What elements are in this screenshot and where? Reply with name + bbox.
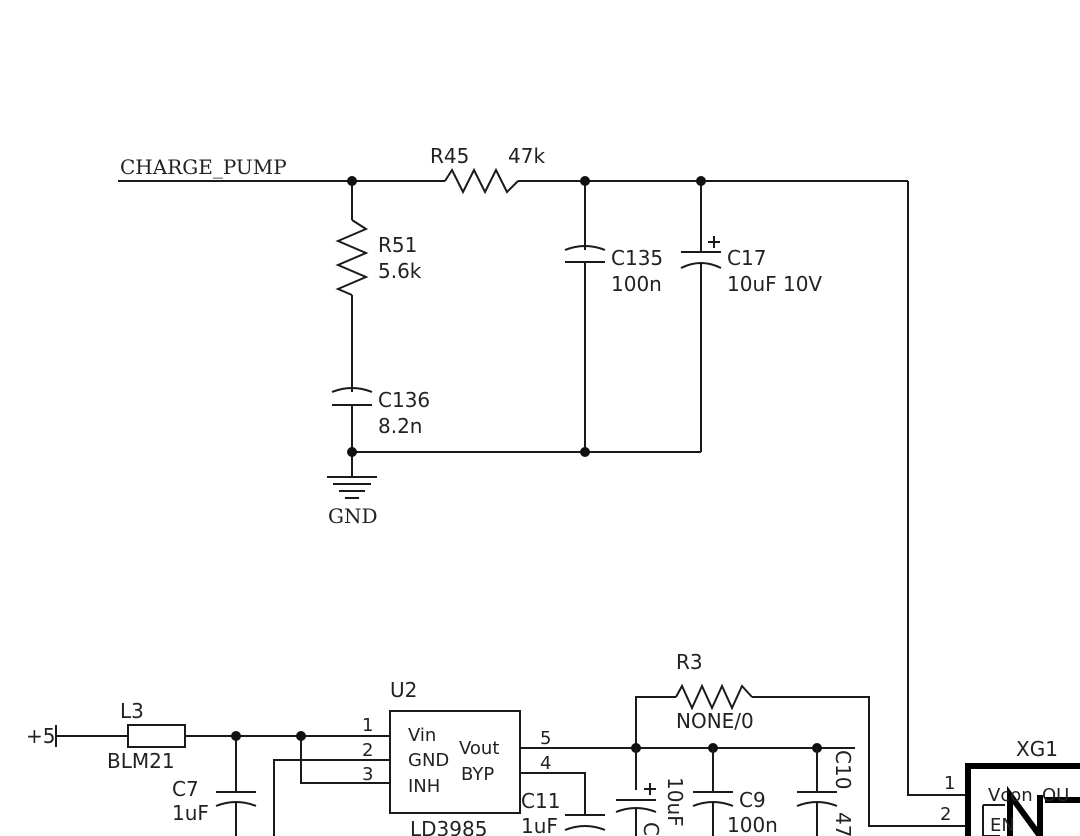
r3-ref: R3 bbox=[676, 650, 703, 674]
c17-ref: C17 bbox=[727, 246, 766, 270]
c9-ref: C9 bbox=[739, 788, 766, 812]
capacitor-c136: C136 8.2n bbox=[331, 387, 430, 452]
r51-ref: R51 bbox=[378, 233, 417, 257]
c10-ref: C10 bbox=[831, 750, 855, 789]
c10-value: 47 bbox=[831, 812, 855, 836]
capacitor-c10: C10 47 bbox=[796, 748, 855, 836]
c-partial-ref: C bbox=[639, 822, 663, 836]
c135-value: 100n bbox=[611, 272, 662, 296]
capacitor-c17: C17 10uF 10V bbox=[680, 181, 822, 452]
plus5-net: +5 bbox=[26, 724, 128, 748]
xg1-pin-number-2: 2 bbox=[940, 804, 951, 825]
u2-pin-number-2: 2 bbox=[362, 740, 373, 761]
byp-wire bbox=[520, 772, 586, 815]
u2-pin-vout: Vout bbox=[459, 738, 499, 759]
xg1-ref: XG1 bbox=[1016, 737, 1058, 761]
connector-xg1: XG1 1 2 Vcon EN OU bbox=[940, 737, 1080, 836]
resistor-r51 bbox=[335, 219, 369, 296]
plus5-label: +5 bbox=[26, 724, 55, 748]
c-partial-value: 10uF bbox=[663, 777, 687, 827]
u2-pin-number-4: 4 bbox=[540, 753, 551, 774]
vcon-wire bbox=[907, 181, 968, 796]
resistor-r3: R3 NONE/0 bbox=[635, 650, 968, 827]
u2-gnd-wire bbox=[273, 759, 390, 836]
xg1-pin-out-partial: OU bbox=[1042, 785, 1069, 806]
u2-pin-number-1: 1 bbox=[362, 715, 373, 736]
c7-value: 1uF bbox=[172, 801, 209, 825]
u2-pin-inh: INH bbox=[408, 776, 440, 797]
inductor-l3: L3 BLM21 bbox=[107, 699, 390, 773]
c17-value: 10uF 10V bbox=[727, 272, 822, 296]
u2-pin-gnd: GND bbox=[408, 750, 449, 771]
r51-value: 5.6k bbox=[378, 259, 422, 283]
l3-value: BLM21 bbox=[107, 749, 175, 773]
regulator-u2: U2 LD3985 Vin GND INH Vout BYP 1 2 3 5 4 bbox=[362, 678, 551, 836]
l3-ref: L3 bbox=[120, 699, 144, 723]
c11-ref: C11 bbox=[521, 789, 560, 813]
capacitor-c135: C135 100n bbox=[564, 181, 663, 452]
xg1-pin-vcon: Vcon bbox=[988, 785, 1033, 806]
u2-pin-vin: Vin bbox=[408, 725, 436, 746]
resistor-r45: R45 47k bbox=[430, 144, 908, 195]
u2-pin-number-5: 5 bbox=[540, 728, 551, 749]
c135-ref: C135 bbox=[611, 246, 663, 270]
c7-ref: C7 bbox=[172, 777, 199, 801]
c136-ref: C136 bbox=[378, 388, 430, 412]
gnd-symbol: GND bbox=[327, 452, 378, 528]
u2-part: LD3985 bbox=[410, 817, 487, 836]
xg1-pin-number-1: 1 bbox=[944, 773, 955, 794]
u2-pin-byp: BYP bbox=[461, 764, 494, 785]
c11-value: 1uF bbox=[521, 814, 558, 836]
c9-value: 100n bbox=[727, 813, 778, 836]
r51-c136-branch: R51 5.6k C136 8.2n GND bbox=[327, 181, 430, 528]
r3-value: NONE/0 bbox=[676, 709, 754, 733]
charge-pump-label: CHARGE_PUMP bbox=[120, 155, 287, 179]
r45-ref: R45 bbox=[430, 144, 469, 168]
capacitor-c9: C9 100n bbox=[692, 748, 778, 836]
capacitor-partial: 10uF C bbox=[615, 748, 687, 836]
u2-ref: U2 bbox=[390, 678, 417, 702]
capacitor-c7: C7 1uF bbox=[172, 736, 257, 836]
charge-pump-net: CHARGE_PUMP bbox=[118, 155, 445, 182]
xg1-pin-en: EN bbox=[990, 815, 1015, 836]
c136-value: 8.2n bbox=[378, 414, 422, 438]
gnd-label: GND bbox=[328, 504, 378, 528]
capacitor-c11: C11 1uF bbox=[521, 789, 606, 836]
u2-pin-number-3: 3 bbox=[362, 764, 373, 785]
r45-value: 47k bbox=[508, 144, 545, 168]
inh-wire bbox=[300, 736, 390, 784]
